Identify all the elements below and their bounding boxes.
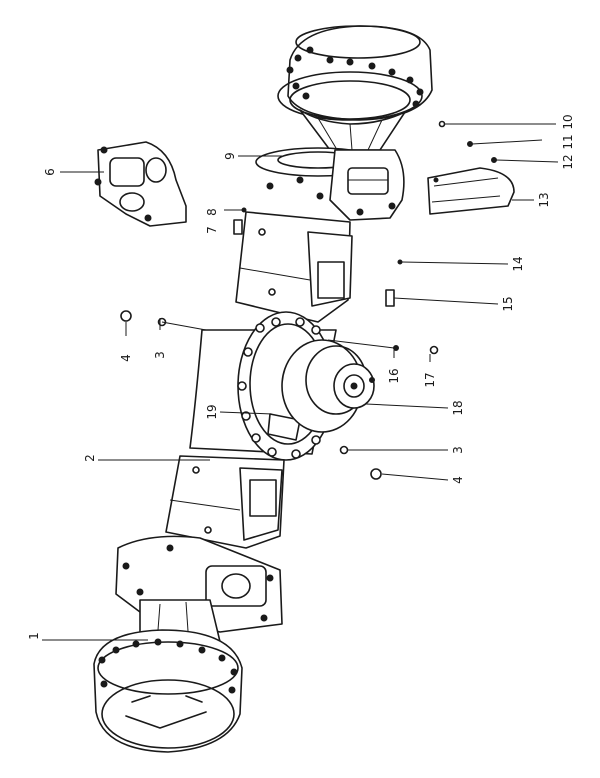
callout-6: 6 [43,168,57,176]
upper-axle-tube [235,211,353,323]
callout-1: 1 [27,632,41,640]
callout-7: 7 [205,226,219,234]
callout-4a: 4 [119,354,133,362]
callout-15: 15 [501,296,515,311]
brake-caliper-left [94,141,187,227]
plug-3-4-right [339,445,382,480]
leader-11 [471,139,543,145]
callout-12: 12 [561,154,575,169]
callout-labels: 1 2 3 4 3 4 6 7 8 9 10 11 12 13 14 15 16… [27,114,575,639]
callout-11: 11 [561,134,575,149]
callout-18: 18 [451,400,465,415]
callout-17: 17 [423,372,437,387]
small-hardware-10-12 [438,120,497,163]
leader-18 [365,403,449,409]
bolt-14-15 [385,259,403,307]
leader-3a-h [161,321,207,331]
bottom-wheel-hub [93,599,243,753]
callout-2: 2 [83,454,97,462]
callout-3b: 3 [451,446,465,454]
leader-14 [401,261,509,265]
nut-16-17 [393,345,439,355]
brake-cover [427,167,515,215]
lower-axle-tube [165,455,285,549]
plug-3-4-left [120,310,167,327]
leader-19 [219,411,273,415]
top-brake-flange [255,147,405,221]
callout-13: 13 [537,192,551,207]
callout-8: 8 [205,208,219,216]
leader-15 [393,297,499,305]
callout-10: 10 [561,114,575,129]
top-wheel-hub [277,25,433,151]
input-pinion-flange [281,339,375,433]
leader-4b [381,473,449,481]
callout-16: 16 [387,368,401,383]
callout-19: 19 [205,404,219,419]
leader-16 [327,339,395,349]
callout-14: 14 [511,256,525,271]
leader-lines [42,123,559,641]
leader-12 [495,159,559,163]
callout-3a: 3 [153,351,167,359]
callout-9: 9 [223,152,237,160]
callout-4b: 4 [451,476,465,484]
